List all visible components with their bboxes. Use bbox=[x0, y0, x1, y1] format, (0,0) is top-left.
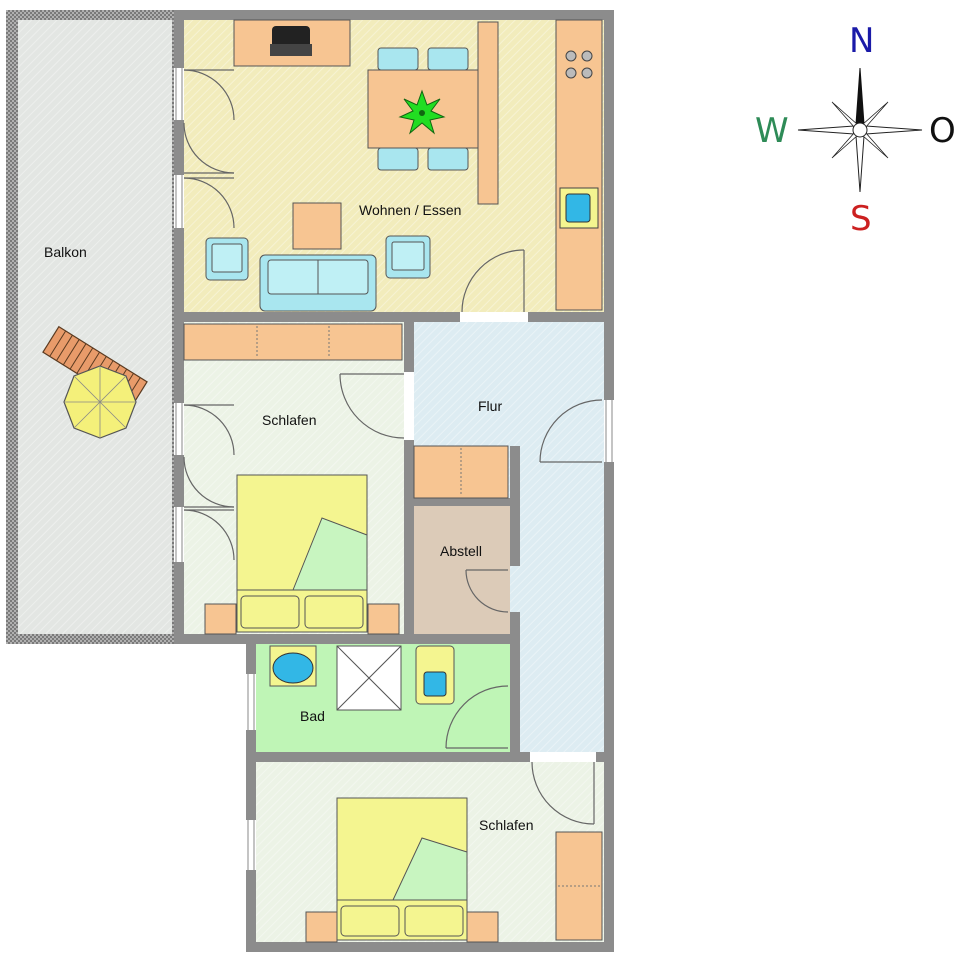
wardrobe bbox=[183, 323, 403, 361]
compass-south: S bbox=[850, 199, 872, 239]
stove-icon bbox=[565, 50, 593, 79]
windows bbox=[175, 68, 613, 870]
bedroom1-label: Schlafen bbox=[262, 412, 316, 428]
bedroom2-label: Schlafen bbox=[479, 817, 533, 833]
nightstand bbox=[466, 911, 499, 943]
nightstand bbox=[305, 911, 338, 943]
balcony: Balkon bbox=[6, 10, 174, 644]
living-label: Wohnen / Essen bbox=[359, 202, 461, 218]
hall-furniture: Flur Abstell bbox=[413, 398, 509, 559]
balcony-label: Balkon bbox=[44, 244, 87, 260]
walls bbox=[174, 10, 614, 952]
nightstand bbox=[367, 603, 400, 635]
compass-west: W bbox=[755, 111, 789, 151]
armchairs bbox=[205, 235, 431, 281]
toilet-icon bbox=[415, 645, 455, 705]
storage-label: Abstell bbox=[440, 543, 482, 559]
bath-fixtures: Bad bbox=[269, 645, 455, 724]
shower-icon bbox=[336, 645, 402, 711]
bath-label: Bad bbox=[300, 708, 325, 724]
plant-icon bbox=[398, 89, 446, 135]
bed bbox=[336, 797, 468, 941]
kitchen-counter bbox=[555, 19, 603, 311]
bar-counter bbox=[477, 21, 499, 205]
parasol bbox=[63, 365, 137, 439]
compass-east: O bbox=[929, 111, 956, 151]
bed bbox=[236, 474, 368, 633]
coffee-table bbox=[292, 202, 342, 250]
compass-rose: N S W O bbox=[755, 21, 956, 239]
hall-label: Flur bbox=[478, 398, 502, 414]
doors bbox=[183, 69, 603, 825]
sofa bbox=[259, 254, 377, 312]
tv-icon bbox=[270, 26, 312, 56]
washbasin-icon bbox=[269, 645, 317, 687]
nightstand bbox=[204, 603, 237, 635]
living-furniture: Wohnen / Essen bbox=[205, 19, 603, 312]
sink-icon bbox=[559, 187, 599, 229]
compass-north: N bbox=[849, 21, 874, 61]
bedroom1-furniture: Schlafen bbox=[183, 323, 403, 635]
bedroom2-furniture: Schlafen bbox=[305, 797, 603, 943]
